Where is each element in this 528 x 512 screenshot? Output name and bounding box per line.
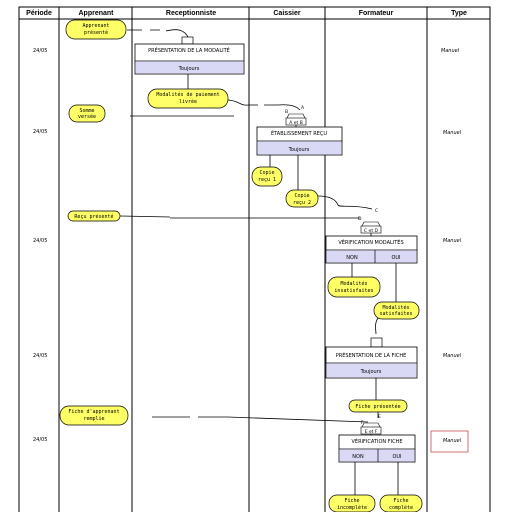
presentation-fiche-rule: Toujours xyxy=(360,369,382,375)
period-2: 24/05 xyxy=(33,129,47,135)
svg-text:Apprenant: Apprenant xyxy=(82,23,109,29)
svg-text:Modalités: Modalités xyxy=(340,280,367,287)
event-fiche-presentee[interactable]: Fiche présentée xyxy=(348,399,408,413)
svg-text:C et D: C et D xyxy=(364,228,379,234)
type-5-selection-box[interactable] xyxy=(430,430,469,453)
presentation-modalites-rule: Toujours xyxy=(178,66,200,72)
svg-text:complète: complète xyxy=(389,504,413,511)
period-5: 24/05 xyxy=(33,437,47,443)
svg-text:A: A xyxy=(301,105,305,111)
svg-text:satisfaites: satisfaites xyxy=(379,311,412,317)
period-1: 24/05 xyxy=(33,48,47,54)
operation-presentation-fiche[interactable]: PRÉSENTATION DE LA FICHE Toujours xyxy=(325,337,418,379)
event-modalites-insatisfaites[interactable]: Modalités insatisfaites xyxy=(327,276,381,298)
swimlane-frame xyxy=(18,6,491,512)
svg-text:Modalités de paiement: Modalités de paiement xyxy=(156,91,219,98)
svg-text:reçu 1: reçu 1 xyxy=(258,177,276,183)
svg-text:B: B xyxy=(285,109,288,115)
svg-text:présenté: présenté xyxy=(84,29,108,36)
event-copie-recu-1[interactable]: Copie reçu 1 xyxy=(251,166,283,187)
svg-text:reçu 2: reçu 2 xyxy=(293,200,311,206)
svg-text:C: C xyxy=(375,208,378,214)
event-fiche-incomplete[interactable]: Fiche incomplète xyxy=(328,494,376,512)
event-copie-recu-2[interactable]: Copie reçu 2 xyxy=(285,189,319,208)
type-2: Manuel xyxy=(443,130,462,136)
svg-text:E: E xyxy=(378,414,381,420)
operation-presentation-modalites[interactable]: PRÉSENTATION DE LA MODALITÉ Toujours xyxy=(134,36,245,75)
etablissement-recu-title: ÉTABLISSEMENT REÇU xyxy=(271,129,327,137)
verification-modalites-title: VÉRIFICATION MODALITÉS xyxy=(338,238,403,246)
svg-text:F: F xyxy=(361,420,364,426)
sync-1: A B A et B xyxy=(285,105,307,126)
operation-verification-modalites[interactable]: VÉRIFICATION MODALITÉS NON OUI xyxy=(325,235,418,264)
operation-etablissement-recu[interactable]: ÉTABLISSEMENT REÇU Toujours xyxy=(256,126,343,156)
period-labels: 24/05 24/05 24/05 24/05 24/05 xyxy=(33,48,47,443)
etablissement-recu-rule: Toujours xyxy=(288,147,310,153)
flow-connectors xyxy=(119,29,399,495)
event-fiche-remplie[interactable]: Fiche d'apprenant remplie xyxy=(59,405,129,426)
type-labels: Manuel Manuel Manuel Manuel Manuel xyxy=(430,48,469,453)
svg-text:Fiche: Fiche xyxy=(344,498,359,504)
svg-text:A et B: A et B xyxy=(289,120,303,126)
verification-modalites-oui: OUI xyxy=(391,255,400,261)
header-apprenant: Apprenant xyxy=(79,10,115,17)
presentation-fiche-title: PRÉSENTATION DE LA FICHE xyxy=(336,351,406,359)
sync-2: C D C et D xyxy=(358,208,382,234)
svg-text:Fiche: Fiche xyxy=(393,498,408,504)
event-recu-presente[interactable]: Reçu présenté xyxy=(67,210,121,222)
svg-text:Copie: Copie xyxy=(294,193,309,199)
header-caissier: Caissier xyxy=(273,10,301,17)
event-modalites-satisfaites[interactable]: Modalités satisfaites xyxy=(373,301,420,320)
svg-text:insatisfaites: insatisfaites xyxy=(334,288,373,294)
svg-text:Somme: Somme xyxy=(79,108,94,114)
event-modalites-paiement[interactable]: Modalités de paiement livrée xyxy=(147,88,229,109)
type-3: Manuel xyxy=(443,238,462,244)
header-periode: Période xyxy=(26,10,52,17)
operation-verification-fiche[interactable]: VÉRIFICATION FICHE NON OUI xyxy=(338,434,416,463)
verification-modalites-non: NON xyxy=(346,255,358,261)
period-3: 24/05 xyxy=(33,238,47,244)
header-type: Type xyxy=(451,10,467,17)
presentation-modalites-title: PRÉSENTATION DE LA MODALITÉ xyxy=(148,46,230,54)
svg-text:Modalités: Modalités xyxy=(382,304,409,311)
svg-text:Fiche d'apprenant: Fiche d'apprenant xyxy=(68,409,119,415)
svg-text:incomplète: incomplète xyxy=(337,504,367,511)
svg-text:remplie: remplie xyxy=(83,416,104,422)
verification-fiche-title: VÉRIFICATION FICHE xyxy=(352,437,403,445)
type-4: Manuel xyxy=(443,353,462,359)
verification-fiche-oui: OUI xyxy=(392,454,401,460)
event-fiche-complete[interactable]: Fiche complète xyxy=(379,494,423,512)
svg-text:Copie: Copie xyxy=(259,170,274,176)
header-receptionniste: Receptionniste xyxy=(166,10,216,17)
svg-text:E et F: E et F xyxy=(365,429,378,435)
svg-text:livrée: livrée xyxy=(179,98,197,105)
header-formateur: Formateur xyxy=(359,10,394,17)
verification-fiche-non: NON xyxy=(352,454,364,460)
svg-text:versée: versée xyxy=(78,113,96,120)
type-5: Manuel xyxy=(443,438,462,444)
svg-text:Reçu présenté: Reçu présenté xyxy=(74,213,113,220)
svg-text:Fiche présentée: Fiche présentée xyxy=(355,403,400,410)
event-notes: Apprenant présenté Somme versée Reçu pré… xyxy=(59,19,423,512)
column-headers: Période Apprenant Receptionniste Caissie… xyxy=(26,10,467,17)
event-apprenant-presente[interactable]: Apprenant présenté xyxy=(65,19,127,40)
type-1: Manuel xyxy=(441,48,460,54)
event-somme-versee[interactable]: Somme versée xyxy=(68,104,106,123)
svg-text:D: D xyxy=(358,216,362,222)
sync-3: E F E et F xyxy=(360,414,382,435)
period-4: 24/05 xyxy=(33,353,47,359)
